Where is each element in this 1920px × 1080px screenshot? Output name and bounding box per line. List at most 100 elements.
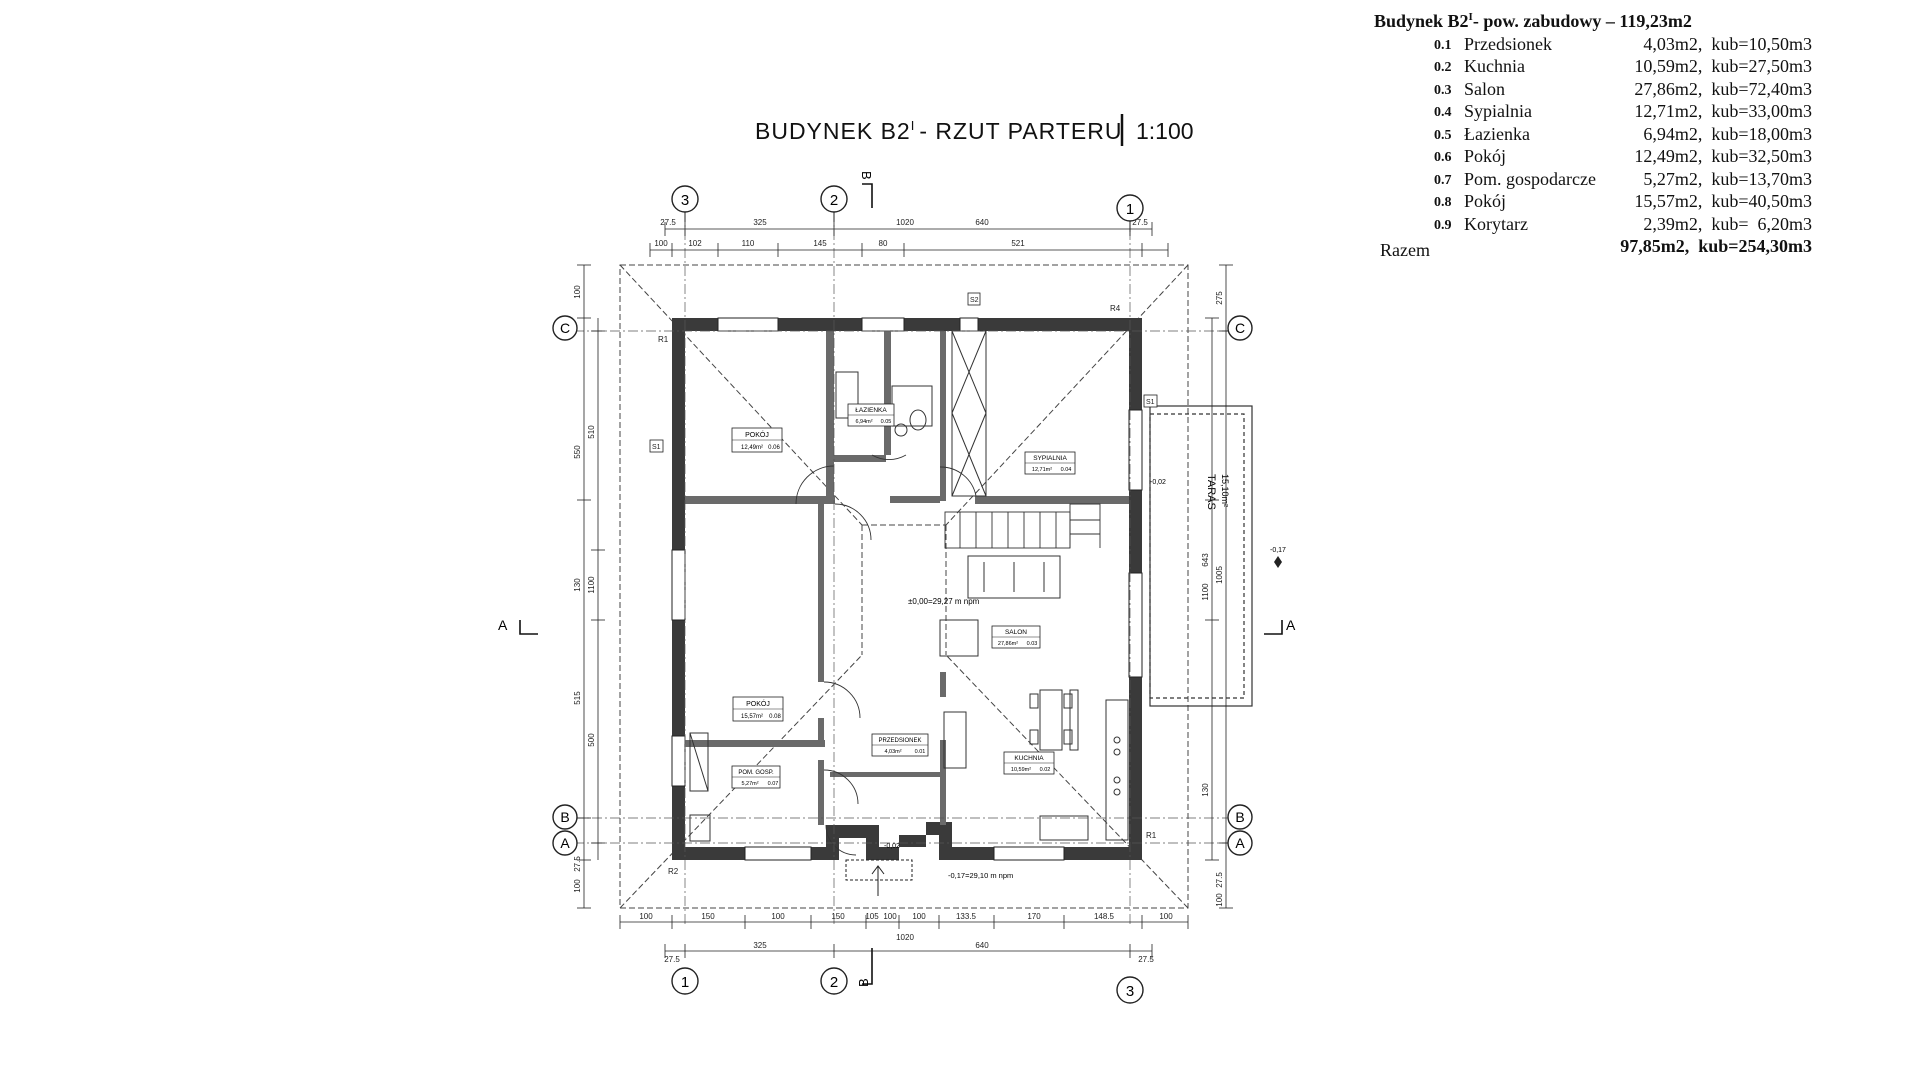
svg-text:100: 100 <box>654 239 668 248</box>
terrace-label: TARAS <box>1205 474 1217 510</box>
axis-3-top: 3 <box>671 185 699 222</box>
svg-text:A: A <box>560 835 570 851</box>
svg-text:521: 521 <box>1011 239 1025 248</box>
svg-text:5,27m²: 5,27m² <box>741 781 758 787</box>
entrance-arrow-icon <box>845 859 913 896</box>
svg-text:102: 102 <box>688 239 702 248</box>
windows <box>671 317 1143 861</box>
section-mark-b-bottom <box>862 948 873 985</box>
svg-text:PRZEDSIONEK: PRZEDSIONEK <box>878 738 921 744</box>
drawing-title: BUDYNEK B2I- RZUT PARTERU <box>755 118 1122 144</box>
svg-text:27.5: 27.5 <box>1138 955 1154 964</box>
room-label-pokoj-08: POKÓJ 15,57m² 0.08 <box>732 696 784 722</box>
svg-text:100: 100 <box>883 912 897 921</box>
svg-text:1005: 1005 <box>1215 566 1224 584</box>
axis-a-right: A <box>1227 830 1253 856</box>
room-label-lazienka-05: ŁAZIENKA 6,94m² 0.05 <box>847 403 895 427</box>
svg-text:10,59m²: 10,59m² <box>1011 767 1031 773</box>
svg-text:1020: 1020 <box>896 218 914 227</box>
section-label-b-top: B <box>859 171 874 180</box>
roof-outline <box>619 264 1189 909</box>
living-furniture <box>939 555 1079 751</box>
section-mark-b-top <box>862 183 873 208</box>
svg-text:SYPIALNIA: SYPIALNIA <box>1033 455 1067 462</box>
svg-text:POKÓJ: POKÓJ <box>746 699 770 708</box>
svg-text:130: 130 <box>1201 783 1210 797</box>
section-mark-a-left <box>519 620 538 635</box>
svg-text:6,94m²: 6,94m² <box>855 419 872 425</box>
svg-text:B: B <box>1235 809 1244 825</box>
svg-text:R4: R4 <box>1110 304 1121 313</box>
svg-text:500: 500 <box>587 733 596 747</box>
svg-text:27.5: 27.5 <box>664 955 680 964</box>
section-mark-a-right <box>1264 620 1283 635</box>
svg-text:POKÓJ: POKÓJ <box>745 430 769 439</box>
structural-marks: R1 R2 R4 R1 <box>658 304 1157 876</box>
svg-text:133.5: 133.5 <box>956 912 977 921</box>
terrace <box>1149 405 1253 707</box>
level-entry: -0,17=29,10 m npm <box>948 871 1013 880</box>
stairs <box>944 503 1101 549</box>
svg-text:0.04: 0.04 <box>1061 467 1072 473</box>
svg-text:550: 550 <box>573 445 582 459</box>
door-swings <box>795 454 977 856</box>
svg-text:130: 130 <box>573 578 582 592</box>
svg-text:C: C <box>1235 320 1245 336</box>
svg-text:110: 110 <box>742 239 755 248</box>
dimension-labels-left: 100 510 550 1100 130 515 500 27.5 100 <box>573 285 596 893</box>
svg-text:0.03: 0.03 <box>1027 641 1038 647</box>
svg-text:100: 100 <box>1215 893 1224 907</box>
svg-text:1020: 1020 <box>896 933 914 942</box>
section-label-b-bottom: B <box>856 978 871 987</box>
svg-text:100: 100 <box>912 912 926 921</box>
dimension-lines-right <box>1205 264 1233 909</box>
svg-text:S1: S1 <box>1146 399 1155 406</box>
svg-text:27.5: 27.5 <box>1132 218 1148 227</box>
svg-text:C: C <box>560 320 570 336</box>
svg-text:275: 275 <box>1215 291 1224 305</box>
svg-text:100: 100 <box>639 912 653 921</box>
dimension-lines-left <box>577 264 605 909</box>
svg-text:510: 510 <box>587 425 596 439</box>
svg-text:15,57m²: 15,57m² <box>741 714 763 720</box>
svg-text:R1: R1 <box>1146 831 1157 840</box>
dimension-labels-top: 27.5 325 1020 640 27.5 100 102 110 145 8… <box>654 218 1148 248</box>
room-label-salon-03: SALON 27,86m² 0.03 <box>991 625 1041 649</box>
svg-text:0.08: 0.08 <box>769 714 781 720</box>
drawing-scale: 1:100 <box>1136 118 1194 144</box>
dimension-labels-bottom: 100 150 100 150 105 100 100 133.5 170 14… <box>639 912 1173 964</box>
svg-text:0.07: 0.07 <box>768 781 779 787</box>
axis-2-bottom: 2 <box>820 967 848 995</box>
svg-text:1100: 1100 <box>1201 583 1210 601</box>
svg-text:27,86m²: 27,86m² <box>998 641 1018 647</box>
svg-text:4,03m²: 4,03m² <box>884 749 901 755</box>
schedule-title: Budynek B2I- pow. zabudowy – 119,23m2 <box>1374 11 1692 31</box>
svg-text:A: A <box>1235 835 1245 851</box>
svg-text:3: 3 <box>681 192 689 209</box>
dimension-lines-top <box>649 222 1169 257</box>
level-marker-icon <box>1274 556 1282 568</box>
svg-text:105: 105 <box>865 912 879 921</box>
svg-text:515: 515 <box>573 691 582 705</box>
svg-text:150: 150 <box>831 912 845 921</box>
svg-text:12,49m²: 12,49m² <box>741 445 763 451</box>
svg-text:100: 100 <box>573 879 582 893</box>
axis-c-left: C <box>552 315 578 341</box>
svg-text:643: 643 <box>1201 553 1210 567</box>
svg-text:SALON: SALON <box>1005 629 1027 636</box>
axis-a-left: A <box>552 830 578 856</box>
svg-text:170: 170 <box>1027 912 1041 921</box>
svg-text:R1: R1 <box>658 335 669 344</box>
kitchen-counter <box>943 699 1129 841</box>
svg-text:100: 100 <box>771 912 785 921</box>
axis-b-right: B <box>1227 804 1253 830</box>
svg-text:640: 640 <box>975 218 989 227</box>
svg-text:1100: 1100 <box>587 576 596 594</box>
svg-text:27.5: 27.5 <box>573 856 582 872</box>
svg-text:KUCHNIA: KUCHNIA <box>1014 755 1044 762</box>
